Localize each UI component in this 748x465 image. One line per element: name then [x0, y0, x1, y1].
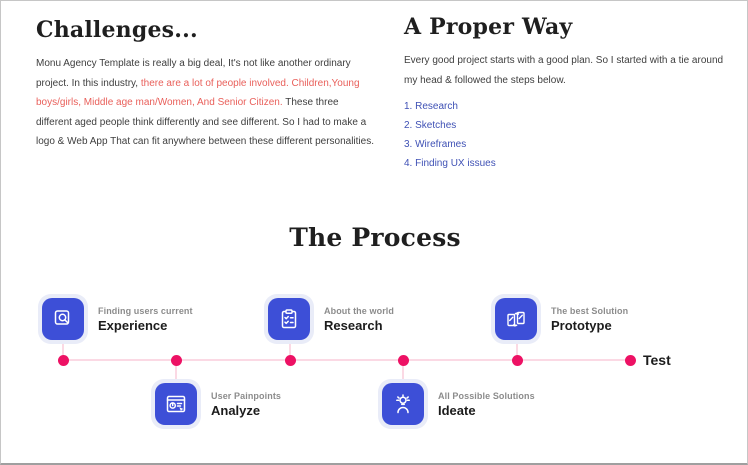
timeline-connector [289, 344, 291, 360]
process-step-analyze: User Painpoints Analyze [151, 379, 281, 429]
timeline-line [63, 359, 630, 361]
clipboard-checklist-icon [277, 307, 301, 331]
timeline-connector [402, 361, 404, 379]
timeline-dot [57, 354, 69, 366]
prototype-screens-icon [504, 307, 528, 331]
step-link-wireframes[interactable]: 3. Wireframes [404, 139, 467, 150]
process-step-ideate: All Possible Solutions Ideate [378, 379, 535, 429]
timeline-dot [284, 354, 296, 366]
step-name: Experience [98, 317, 168, 333]
challenges-text-normal-2: These three different aged people think … [36, 97, 374, 147]
idea-person-icon [391, 392, 415, 416]
timeline-dot [397, 354, 409, 366]
timeline-connector [516, 344, 518, 360]
challenges-title: Challenges... [36, 17, 198, 43]
challenges-section: Challenges... Monu Agency Template is re… [36, 17, 376, 152]
process-timeline: Finding users current Experience [1, 291, 747, 461]
timeline-dot [511, 354, 523, 366]
proper-way-section: A Proper Way Every good project starts w… [404, 14, 729, 173]
process-title: The Process [289, 223, 461, 252]
process-step-prototype: The best Solution Prototype [491, 294, 628, 344]
step-name: Ideate [438, 402, 476, 418]
proper-way-intro: Every good project starts with a good pl… [404, 55, 724, 86]
step-name: Research [324, 317, 383, 333]
analytics-window-icon [164, 392, 188, 416]
challenges-paragraph: Monu Agency Template is really a big dea… [36, 54, 376, 152]
step-subtitle: Finding users current [98, 305, 193, 316]
timeline-dot [170, 354, 182, 366]
step-link-sketches[interactable]: 2. Sketches [404, 120, 457, 131]
step-subtitle: The best Solution [551, 305, 629, 316]
step-link-research[interactable]: 1. Research [404, 101, 458, 112]
process-step-experience: Finding users current Experience [38, 294, 193, 344]
challenges-text-highlight: there are a lot of people involved. Chil… [36, 77, 360, 109]
proper-way-title: A Proper Way [404, 14, 573, 40]
step-link-finding-ux-issues[interactable]: 4. Finding UX issues [404, 158, 496, 169]
challenges-text-normal-1: Monu Agency Template is really a big dea… [36, 58, 351, 89]
timeline-connector [175, 361, 177, 379]
step-subtitle: User Painpoints [211, 390, 282, 401]
timeline-dot [624, 354, 636, 366]
document-search-icon [51, 307, 75, 331]
steps-list: 1. Research 2. Sketches 3. Wireframes 4.… [404, 97, 729, 173]
timeline-connector [62, 344, 64, 360]
step-subtitle: All Possible Solutions [438, 390, 535, 401]
step-name: Prototype [551, 317, 612, 333]
process-step-research: About the world Research [264, 294, 394, 344]
step-name: Analyze [211, 402, 261, 418]
process-step-test: Test [643, 352, 671, 368]
step-subtitle: About the world [324, 305, 394, 316]
